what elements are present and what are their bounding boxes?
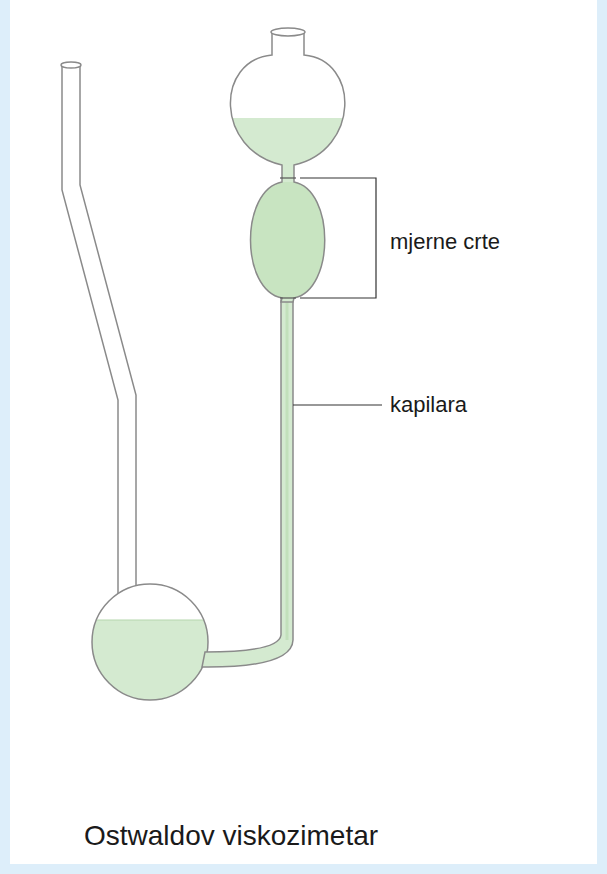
- liquid: [200, 118, 380, 308]
- capillary: [202, 300, 293, 667]
- measuring-bulbs: [230, 32, 344, 302]
- liquid: [90, 620, 210, 710]
- measuring-mark: [280, 297, 296, 298]
- tube-rim: [61, 62, 81, 68]
- part-label: mjerne crte: [390, 230, 500, 254]
- bracket: [300, 178, 376, 298]
- left-tube-wall: [62, 65, 118, 600]
- left-tube-wall: [80, 65, 136, 590]
- tube-rim: [271, 28, 305, 36]
- measuring-mark: [280, 177, 296, 178]
- reservoir-bulb: [92, 584, 208, 700]
- caption: Ostwaldov viskozimetar: [84, 821, 378, 852]
- part-label: kapilara: [390, 393, 467, 417]
- leader-line: [293, 404, 382, 405]
